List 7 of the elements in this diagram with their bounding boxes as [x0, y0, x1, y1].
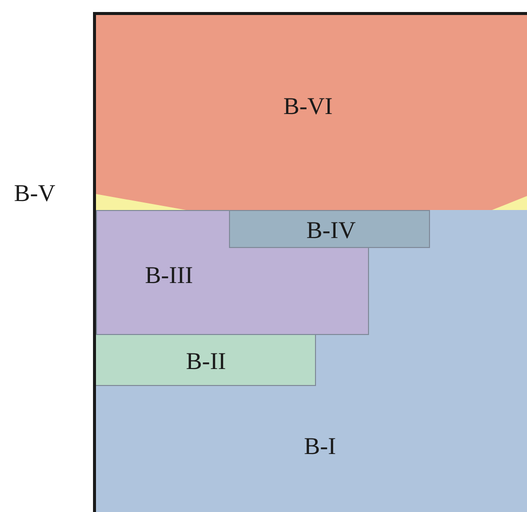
layer-label: B-I [304, 435, 336, 459]
layer-label: B-II [186, 350, 226, 374]
layer-region [96, 15, 527, 210]
layer-label: B-III [145, 264, 193, 288]
layer-label: B-V [14, 182, 56, 206]
layer-label: B-VI [283, 95, 333, 119]
layer-label: B-IV [306, 219, 356, 243]
